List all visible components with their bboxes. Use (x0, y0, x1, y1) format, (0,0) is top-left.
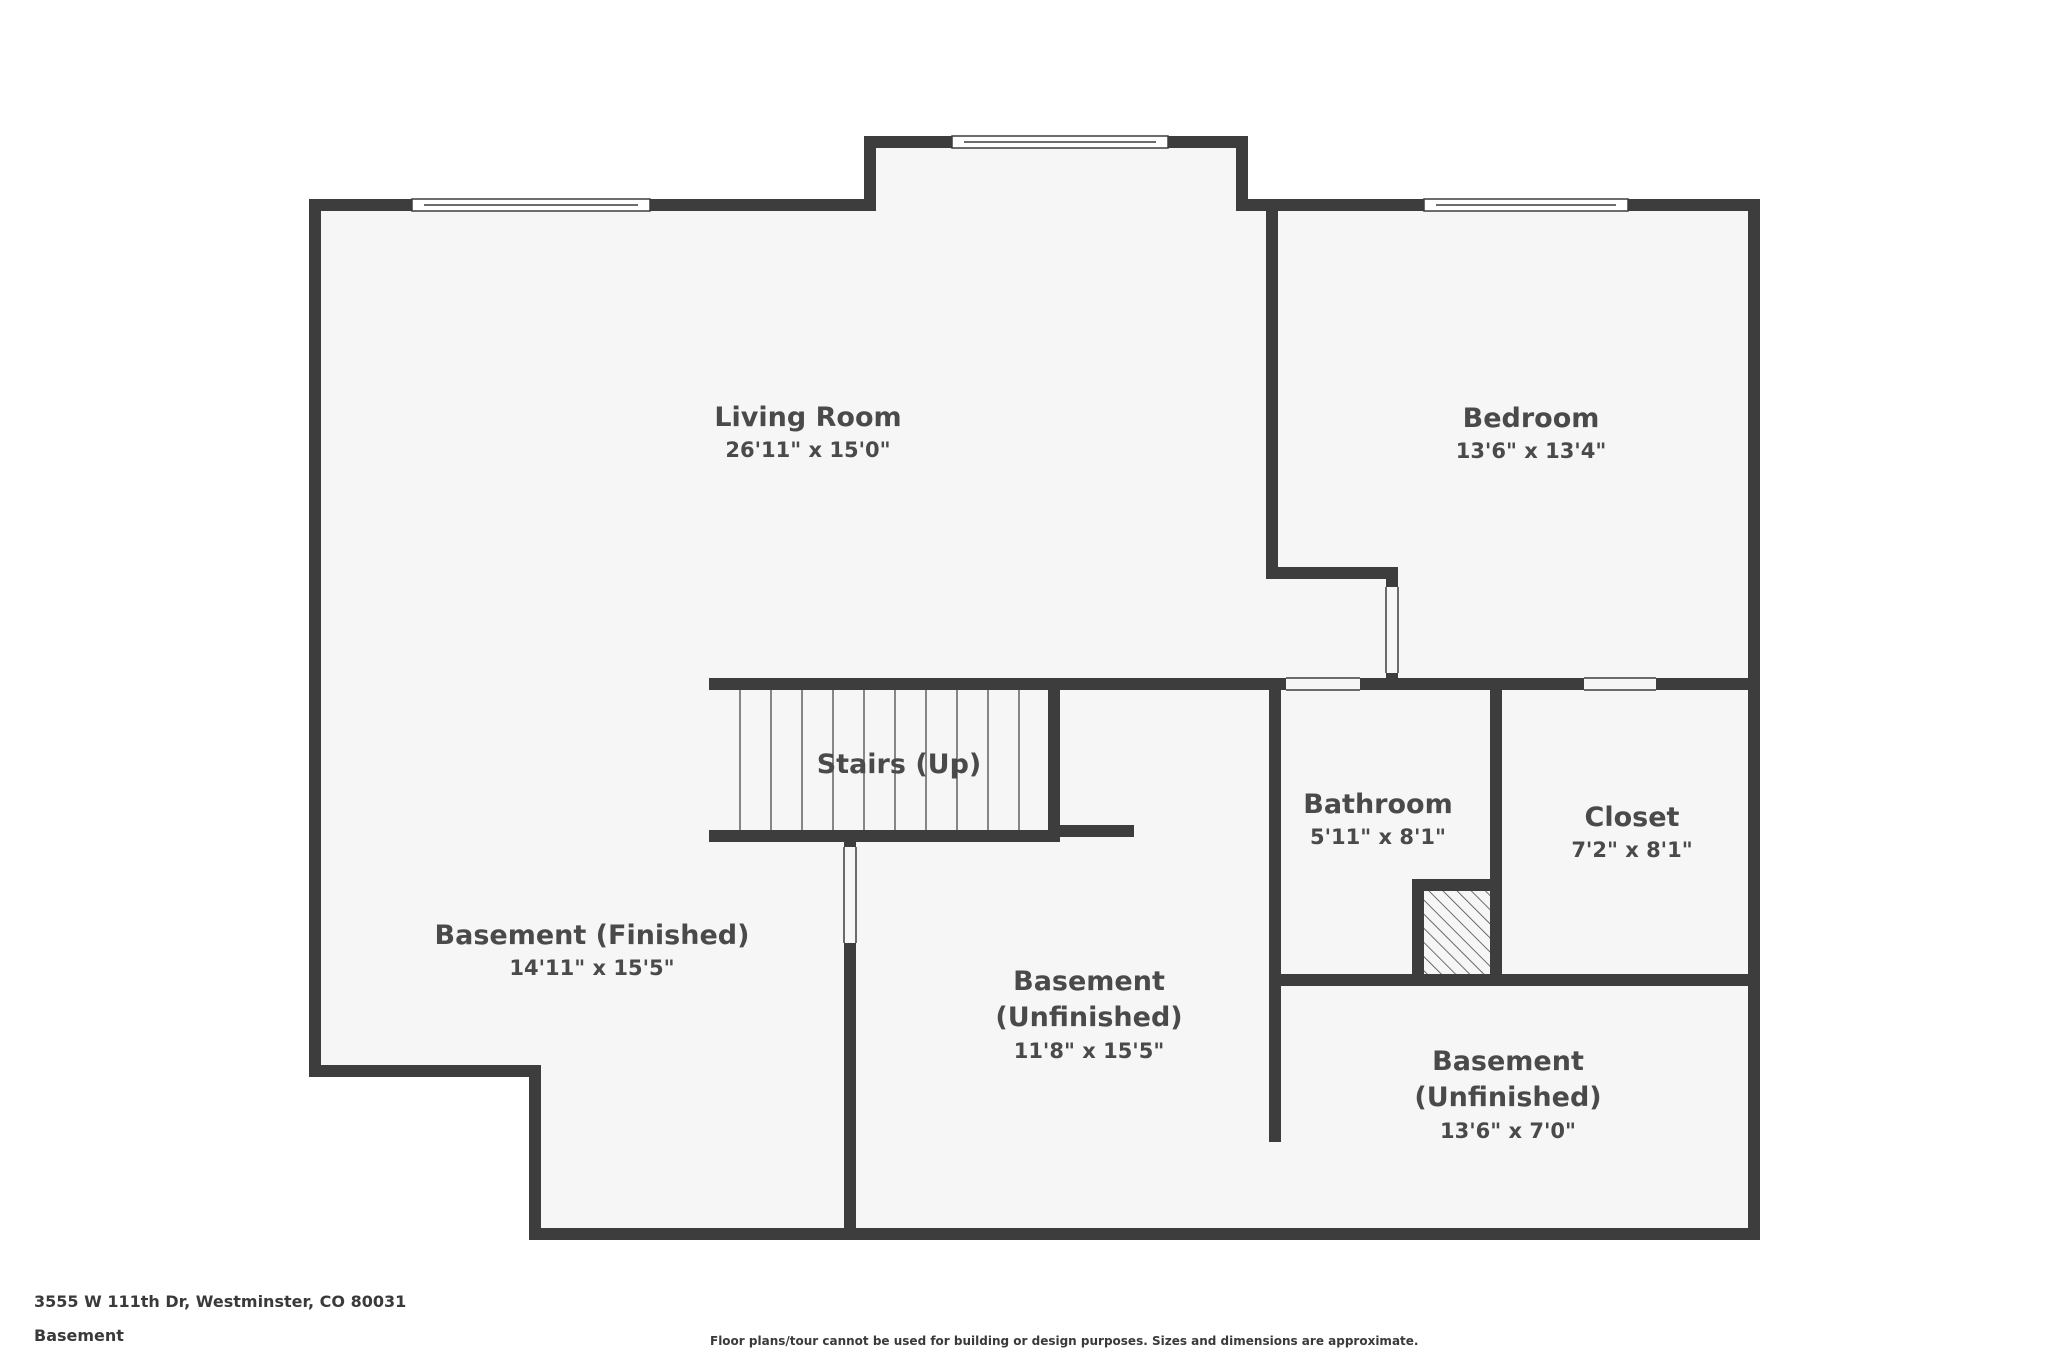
room-dims-basement-finished: 14'11" x 15'5" (509, 956, 674, 980)
room-dims-bedroom: 13'6" x 13'4" (1456, 439, 1607, 463)
doorway (843, 847, 857, 943)
room-name-bedroom: Bedroom (1463, 403, 1600, 434)
window (411, 198, 651, 212)
disclaimer-text: Floor plans/tour cannot be used for buil… (710, 1334, 1419, 1348)
room-name-basement-unfinished-center-line2: (Unfinished) (995, 1002, 1182, 1033)
doorway (1286, 677, 1360, 691)
utility-chase (1412, 879, 1502, 986)
room-name-basement-finished: Basement (Finished) (435, 920, 750, 951)
room-name-basement-unfinished-right: Basement (1432, 1046, 1584, 1077)
room-name-bathroom: Bathroom (1303, 789, 1452, 820)
doorway (1385, 587, 1399, 673)
room-dims-closet: 7'2" x 8'1" (1571, 838, 1692, 862)
room-dims-basement-unfinished-center: 11'8" x 15'5" (1014, 1039, 1165, 1063)
doorway (1584, 677, 1656, 691)
stairs-treads (739, 690, 1020, 830)
floor-level-label: Basement (34, 1326, 124, 1345)
room-name-living-room: Living Room (714, 402, 901, 433)
window (951, 135, 1169, 149)
room-name-closet: Closet (1585, 802, 1680, 833)
room-name-basement-unfinished-center: Basement (1013, 966, 1165, 997)
interior-wall (1266, 205, 1398, 587)
room-name-basement-unfinished-right-line2: (Unfinished) (1414, 1082, 1601, 1113)
room-dims-bathroom: 5'11" x 8'1" (1310, 825, 1446, 849)
room-dims-living-room: 26'11" x 15'0" (725, 438, 890, 462)
exterior-wall (309, 136, 1760, 1240)
window (1423, 198, 1629, 212)
room-dims-basement-unfinished-right: 13'6" x 7'0" (1440, 1119, 1576, 1143)
property-address: 3555 W 111th Dr, Westminster, CO 80031 (34, 1292, 407, 1311)
room-name-stairs: Stairs (Up) (817, 749, 982, 780)
